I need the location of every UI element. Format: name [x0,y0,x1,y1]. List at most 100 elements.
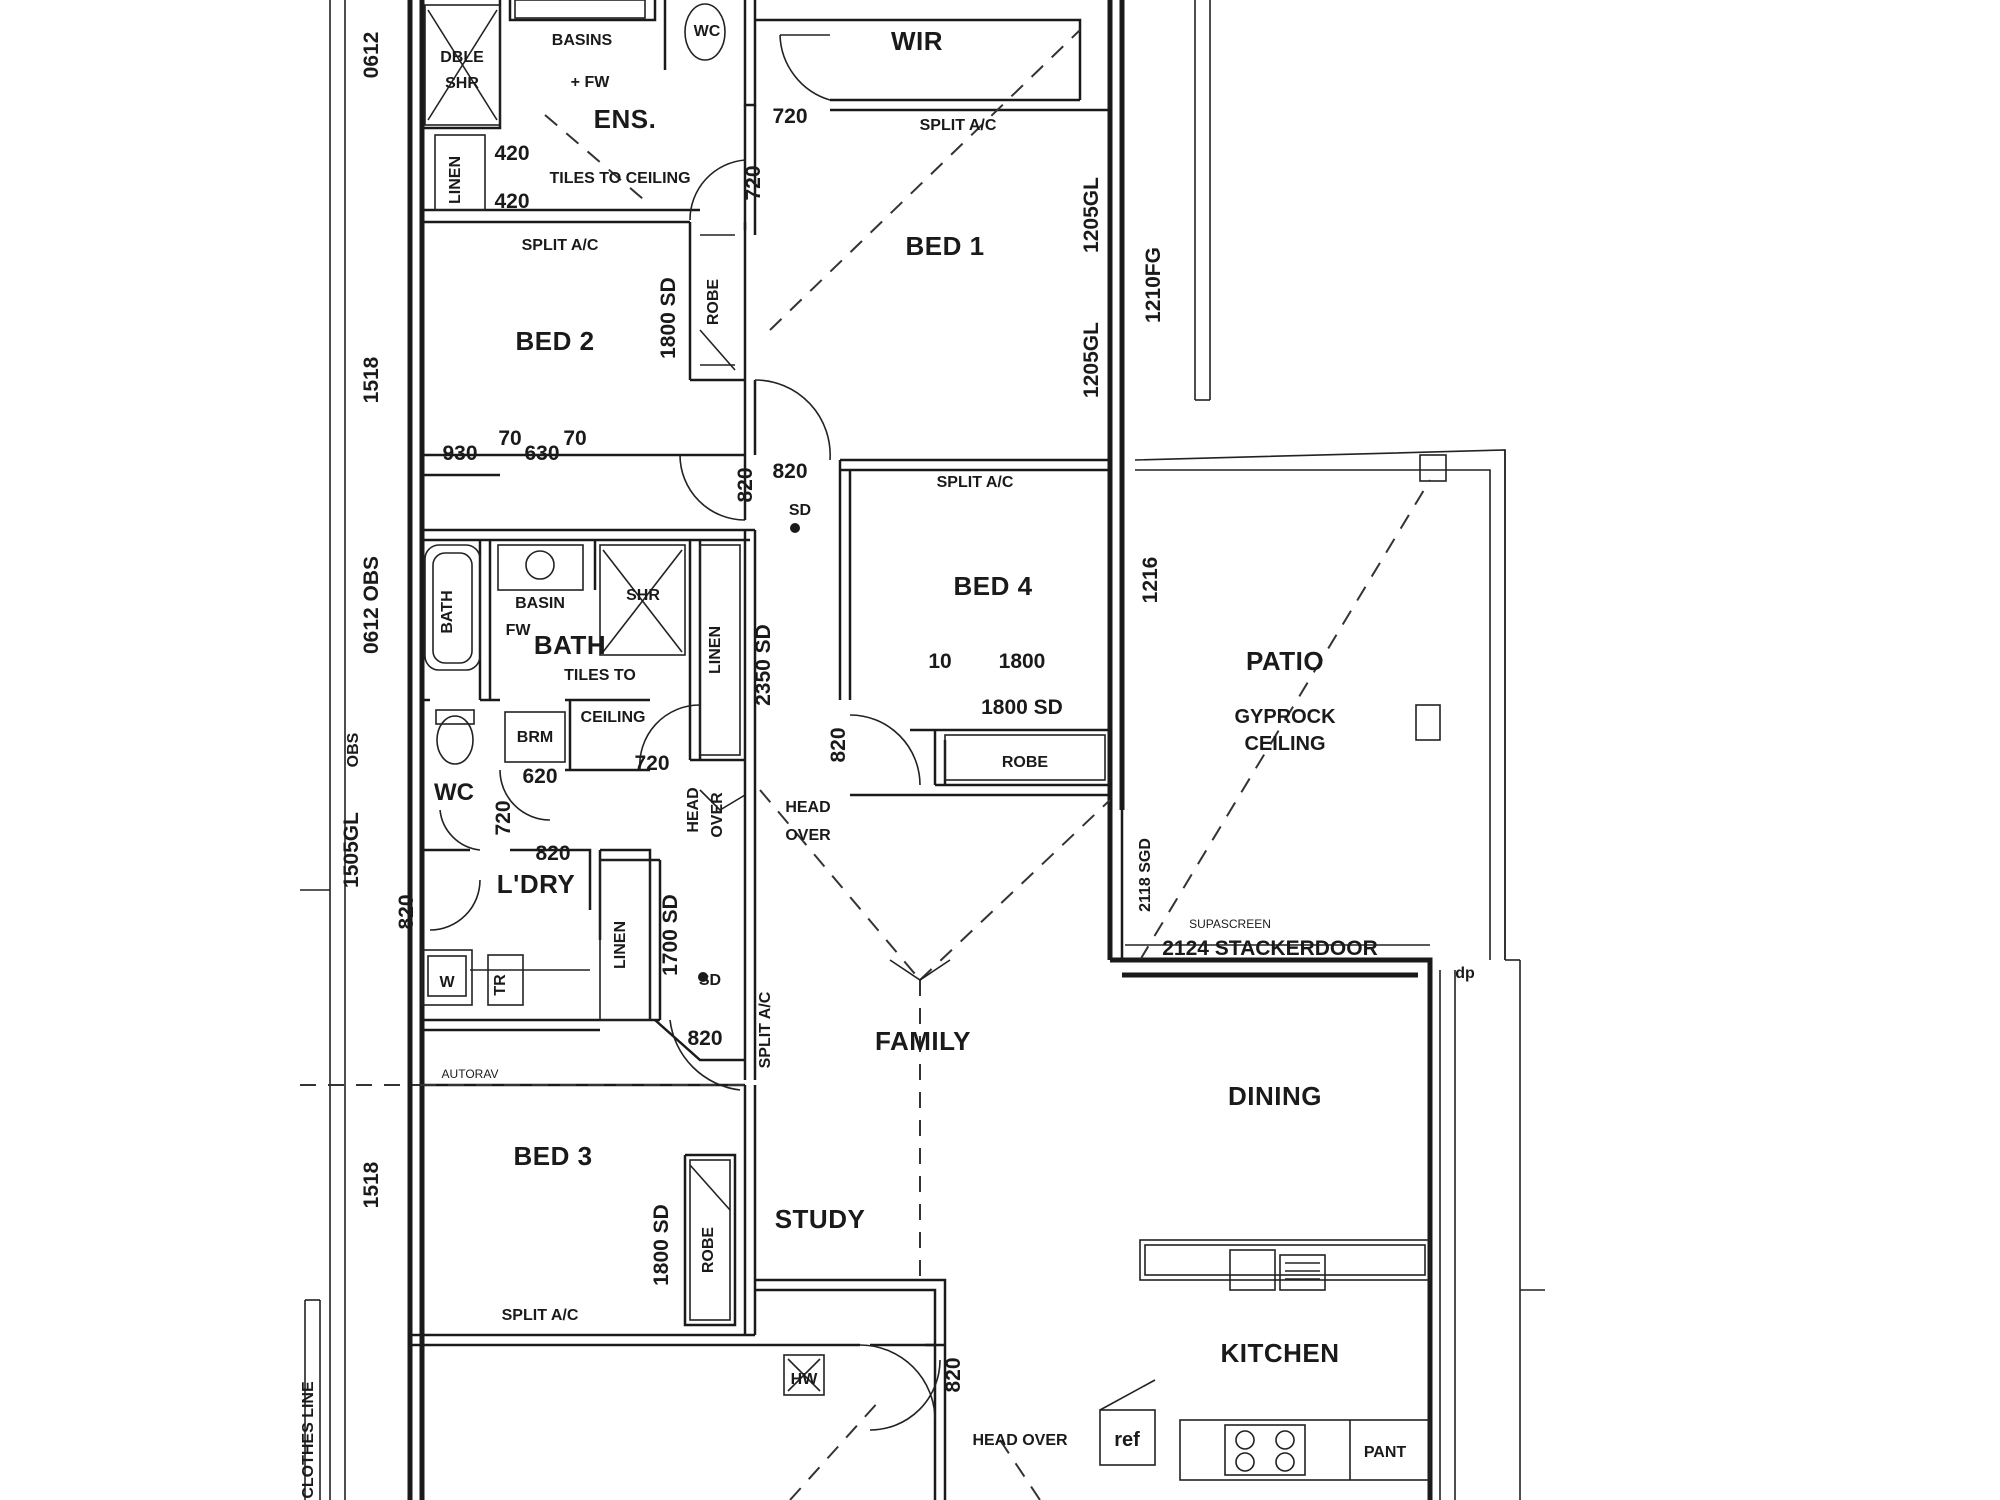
dim-1518-top: 1518 [360,356,383,403]
dim-1800sd-bed4: 1800 SD [981,696,1063,719]
dim-720-bath: 720 [634,752,669,775]
room-bed1: BED 1 [905,231,984,261]
supascreen-label: SUPASCREEN [1189,917,1271,931]
robe-bed3-label: ROBE [700,1227,717,1274]
pant-label: PANT [1364,1444,1407,1461]
split-ac-family: SPLIT A/C [757,991,774,1068]
dim-1700sd: 1700 SD [659,894,682,976]
over-label: OVER [709,792,726,838]
dble-shr-label-2: SHR [445,75,479,92]
room-kitchen: KITCHEN [1220,1338,1339,1368]
dim-0612obs: 0612 OBS [360,556,383,654]
basins-label: BASINS [552,32,613,49]
sd-ldry-label: SD [699,972,721,989]
dim-820-bed4: 820 [827,727,850,762]
shr-label: SHR [626,587,660,604]
dim-obs: OBS [345,732,362,767]
dim-1216: 1216 [1139,557,1162,604]
room-family: FAMILY [875,1026,971,1056]
dim-820-v: 820 [734,467,757,502]
split-ac-bed4: SPLIT A/C [937,474,1014,491]
dim-720-ens: 720 [772,105,807,128]
dim-620-wc: 620 [522,765,557,788]
ceiling-diagonals [420,29,1431,1500]
dim-720-bed1: 720 [742,165,765,200]
dim-1800: 1800 [999,650,1046,673]
door-swings [429,34,941,1431]
washer-label: W [439,974,455,991]
dim-1800sd-bed3: 1800 SD [650,1204,673,1286]
dim-820-ldry: 820 [535,842,570,865]
fixtures [421,0,1431,1481]
linen-ldry-label: LINEN [612,921,629,969]
patio-ceiling-line1: GYPROCK [1234,706,1336,728]
dim-1518-bot: 1518 [360,1161,383,1208]
autorav-label: AUTORAV [442,1067,499,1081]
dim-820-bed3: 820 [687,1027,722,1050]
dim-2124: 2124 STACKERDOOR [1162,937,1378,960]
dim-0612-top: 0612 [360,32,383,79]
split-ac-bed2: SPLIT A/C [522,237,599,254]
dble-shr-label-1: DBLE [440,49,484,66]
patio [1108,449,1506,962]
room-wir: WIR [891,26,943,56]
site-lines [300,0,1545,1500]
dp-label: dp [1455,965,1475,982]
basin-label: BASIN [515,595,565,612]
dim-1205gl-a: 1205GL [1080,177,1103,253]
split-ac-bed1: SPLIT A/C [920,117,997,134]
dim-420-a: 420 [494,142,529,165]
patio-ceiling-line2: CEILING [1244,733,1325,755]
room-ens: ENS. [594,104,657,134]
linen-bath-label: LINEN [707,626,724,674]
fw-bath-label: FW [506,622,532,639]
head-label-2: HEAD [785,799,830,816]
sd-hall-label: SD [789,502,811,519]
robe-bed4-label: ROBE [1002,754,1049,771]
tiles-to-label: TILES TO [564,667,636,684]
bath-tub-label: BATH [439,590,456,633]
brm-label: BRM [517,729,553,746]
robe-bed2-label: ROBE [705,279,722,326]
head-label: HEAD [685,787,702,832]
dim-1205gl-b: 1205GL [1080,322,1103,398]
fw-ens-label: + FW [571,74,611,91]
dimensions: 0612 720 720 420 420 1205GL 1210FG 1205G… [340,32,1378,1393]
split-ac-bed3: SPLIT A/C [502,1307,579,1324]
dim-10: 10 [928,650,951,673]
hw-label: HW [791,1371,819,1388]
head-over-kitchen: HEAD OVER [972,1432,1068,1449]
wc-ens-label: WC [694,23,721,40]
dim-630: 630 [524,442,559,465]
linen-ens-label: LINEN [447,156,464,204]
room-dining: DINING [1228,1081,1322,1111]
room-bed2: BED 2 [515,326,594,356]
room-ldry: L'DRY [497,869,576,899]
dim-820-study: 820 [942,1357,965,1392]
dim-1210fg: 1210FG [1142,247,1165,323]
ref-label: ref [1114,1429,1140,1451]
tiles-ceiling-ens-label: TILES TO CEILING [549,170,690,187]
dim-930: 930 [442,442,477,465]
trough-label: TR [492,974,509,996]
dim-1800sd-bed2: 1800 SD [657,277,680,359]
dim-2350sd: 2350 SD [752,624,775,706]
dim-820-ldry-door: 820 [395,894,418,929]
room-bed4: BED 4 [953,571,1032,601]
dim-70-a: 70 [498,427,521,450]
over-label-2: OVER [785,827,831,844]
room-study: STUDY [775,1204,866,1234]
dim-420-b: 420 [494,190,529,213]
dim-70-b: 70 [563,427,586,450]
fixture-labels: BASINS DBLE SHR + FW WC LINEN TILES TO C… [300,23,1475,1499]
room-bath: BATH [534,630,606,660]
clothes-line-label: CLOTHES LINE [300,1381,317,1499]
room-bed3: BED 3 [513,1141,592,1171]
dim-2118: 2118 SGD [1137,838,1154,912]
dim-820-h: 820 [772,460,807,483]
dim-1505gl: 1505GL [340,812,363,888]
dim-720-wc: 720 [492,800,515,835]
room-wc: WC [434,779,474,806]
room-patio: PATIO [1246,646,1324,676]
